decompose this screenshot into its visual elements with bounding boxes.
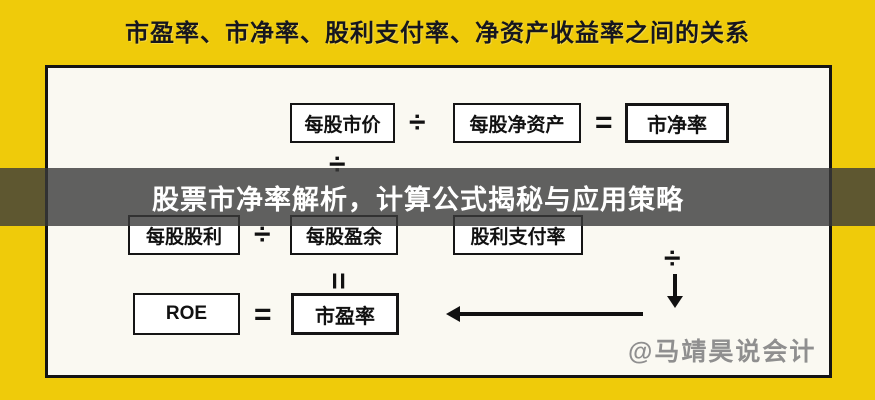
page-title: 市盈率、市净率、股利支付率、净资产收益率之间的关系 (125, 19, 750, 47)
node-roe: ROE (133, 293, 240, 335)
equals-operator-row3: = (254, 298, 272, 331)
left-arrow (446, 306, 643, 322)
divide-operator-right-column: ÷ (664, 242, 681, 275)
node-net-asset-per-share: 每股净资产 (453, 103, 581, 143)
equals-operator-row1: = (595, 106, 613, 139)
node-price-per-share: 每股市价 (290, 103, 395, 143)
down-arrow (667, 274, 683, 308)
node-pe-ratio: 市盈率 (291, 293, 399, 335)
node-pb-ratio: 市净率 (625, 103, 729, 143)
equals-operator-vertical-col-b: = (321, 272, 355, 290)
caption-banner-text: 股票市净率解析，计算公式揭秘与应用策略 (152, 184, 684, 215)
divide-operator-row2: ÷ (254, 218, 271, 251)
caption-banner: 股票市净率解析，计算公式揭秘与应用策略 (0, 168, 875, 226)
watermark: @马靖昊说会计 (628, 338, 817, 366)
divide-operator-row1: ÷ (409, 106, 426, 139)
